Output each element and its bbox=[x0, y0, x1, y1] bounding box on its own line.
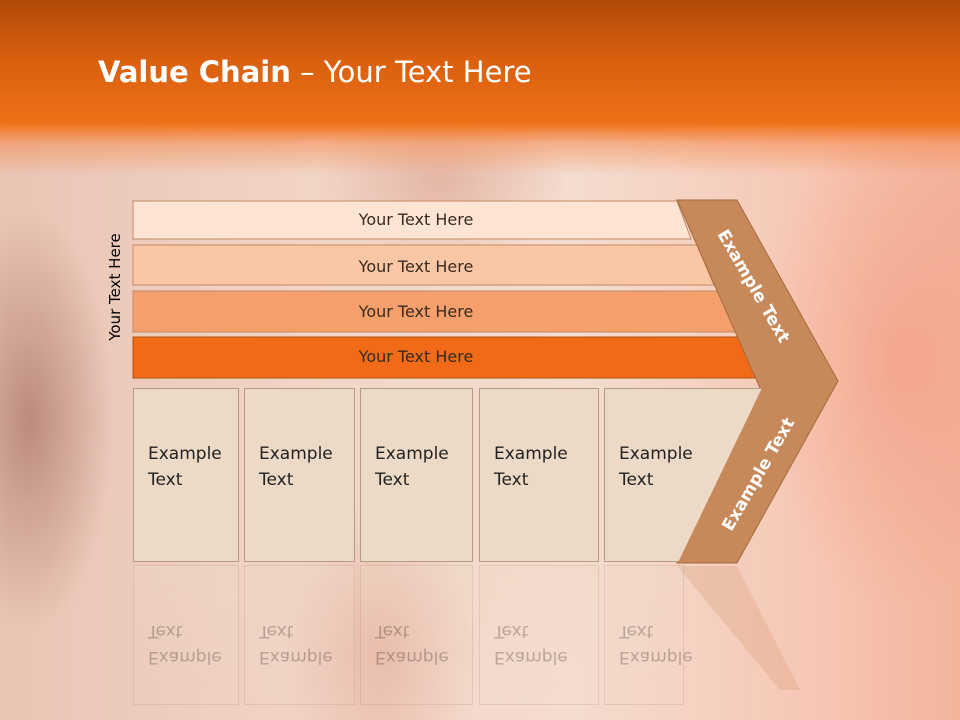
reflection-box-3: Example Text bbox=[360, 565, 473, 705]
reflection-box-4: Example Text bbox=[479, 565, 599, 705]
reflection-box-5: Example Text bbox=[604, 565, 693, 705]
reflection-box-2-label: Example Text bbox=[259, 621, 333, 667]
bar-1-label: Your Text Here bbox=[358, 210, 474, 229]
title-banner bbox=[0, 0, 960, 175]
activity-box-4: Example Text bbox=[479, 388, 599, 562]
activity-box-3-label: Example Text bbox=[375, 444, 449, 490]
reflection-box-1: Example Text bbox=[133, 565, 239, 705]
page-title: Value Chain – Your Text Here bbox=[98, 55, 532, 89]
activity-box-1: Example Text bbox=[133, 388, 239, 562]
bar-1 bbox=[132, 200, 692, 240]
title-rest: – Your Text Here bbox=[290, 55, 532, 89]
chevron-reflection bbox=[677, 566, 800, 690]
activity-box-1-label: Example Text bbox=[148, 444, 222, 490]
reflection-box-4-label: Example Text bbox=[494, 621, 568, 667]
reflection-box-1-label: Example Text bbox=[148, 621, 222, 667]
bar-4-label: Your Text Here bbox=[358, 347, 474, 366]
bar-3-label: Your Text Here bbox=[358, 302, 474, 321]
activity-box-3: Example Text bbox=[360, 388, 473, 562]
activity-box-2: Example Text bbox=[244, 388, 355, 562]
title-bold: Value Chain bbox=[98, 55, 291, 89]
bar-2-label: Your Text Here bbox=[358, 257, 474, 276]
reflection-box-5-label: Example Text bbox=[619, 621, 693, 667]
activity-box-5-label: Example Text bbox=[619, 444, 693, 490]
reflection-box-2: Example Text bbox=[244, 565, 355, 705]
activity-box-2-label: Example Text bbox=[259, 444, 333, 490]
reflection-box-3-label: Example Text bbox=[375, 621, 449, 667]
activity-box-4-label: Example Text bbox=[494, 444, 568, 490]
